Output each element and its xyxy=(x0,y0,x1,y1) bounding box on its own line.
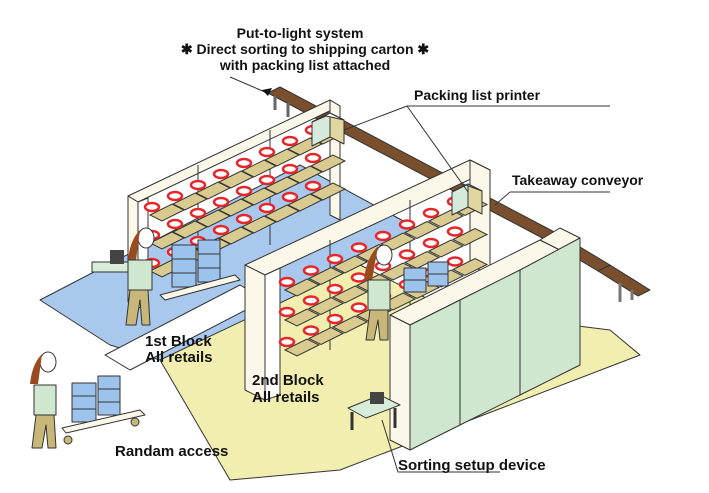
light-indicator xyxy=(235,185,253,197)
light-indicator xyxy=(302,265,320,276)
sorting-bin xyxy=(331,315,369,334)
light-indicator xyxy=(350,272,368,283)
light-indicator xyxy=(212,196,230,208)
worker-block1 xyxy=(91,227,241,326)
light-indicator xyxy=(189,207,207,219)
worker-random-access xyxy=(30,351,146,449)
light-indicator xyxy=(350,302,368,313)
sorting-bin xyxy=(307,296,345,316)
title-line2: ✱ Direct sorting to shipping carton ✱ xyxy=(181,41,430,57)
light-indicator xyxy=(189,179,207,191)
light-indicator xyxy=(278,336,296,348)
light-indicator xyxy=(302,325,320,336)
light-indicator xyxy=(235,213,253,225)
light-indicator xyxy=(258,202,276,214)
sorting-bin xyxy=(283,278,321,297)
light-indicator xyxy=(422,237,440,249)
sorting-bin xyxy=(403,250,441,270)
light-indicator xyxy=(235,157,253,169)
light-indicator xyxy=(302,295,320,306)
worker-block2 xyxy=(364,244,449,341)
sorting-setup-device xyxy=(347,392,401,430)
sorting-bin xyxy=(309,154,347,173)
light-indicator xyxy=(143,201,161,213)
sorting-bin xyxy=(307,326,345,346)
leader-lines xyxy=(229,76,610,473)
light-indicator xyxy=(326,313,344,325)
label-block2-line2: All retails xyxy=(252,389,320,406)
light-indicator xyxy=(326,253,344,265)
sorting-bin xyxy=(427,239,465,258)
label-packing-list-printer: Packing list printer xyxy=(414,87,541,103)
light-indicator xyxy=(398,219,416,230)
sorting-bin xyxy=(451,257,489,277)
label-block1-line1: 1st Block xyxy=(145,333,212,350)
light-indicator xyxy=(281,135,299,147)
packing-list-printer-2 xyxy=(451,183,483,216)
labels: Put-to-light system ✱ Direct sorting to … xyxy=(115,25,644,474)
light-indicator xyxy=(446,226,464,237)
label-block1-line2: All retails xyxy=(145,349,213,366)
title-line3: with packing list attached xyxy=(219,57,390,73)
title-line1: Put-to-light system xyxy=(237,25,364,41)
light-indicator xyxy=(446,256,464,267)
light-indicator xyxy=(374,230,392,242)
put-to-light-indicators xyxy=(143,124,464,348)
sorting-bin xyxy=(309,182,347,201)
sorting-bin xyxy=(451,227,489,247)
sorting-bin xyxy=(283,338,321,357)
label-block2-line1: 2nd Block xyxy=(252,372,324,389)
light-indicator xyxy=(258,146,276,158)
light-indicator xyxy=(398,249,416,260)
light-indicator xyxy=(281,191,299,203)
sorting-bin xyxy=(331,255,369,274)
sorting-bin xyxy=(283,308,321,327)
sorting-bin xyxy=(403,220,441,240)
sorting-bin xyxy=(331,285,369,304)
light-indicator xyxy=(281,163,299,175)
label-takeaway-conveyor: Takeaway conveyor xyxy=(512,172,644,188)
wall-panels xyxy=(389,227,581,451)
sorting-bin xyxy=(307,266,345,286)
packing-list-printer-1 xyxy=(311,112,345,147)
light-indicator xyxy=(278,306,296,318)
light-indicator xyxy=(166,190,184,202)
light-indicator xyxy=(166,218,184,230)
arrowhead-conveyor xyxy=(262,88,272,96)
light-indicator xyxy=(258,174,276,186)
light-indicator xyxy=(212,224,230,236)
light-indicator xyxy=(278,276,296,288)
light-indicator xyxy=(304,152,322,164)
label-random-access: Randam access xyxy=(115,443,228,460)
light-indicator xyxy=(326,283,344,295)
light-indicator xyxy=(304,180,322,192)
light-indicator xyxy=(422,207,440,219)
light-indicator xyxy=(350,242,368,253)
light-indicator xyxy=(212,168,230,180)
label-sorting-setup-device: Sorting setup device xyxy=(398,457,546,474)
